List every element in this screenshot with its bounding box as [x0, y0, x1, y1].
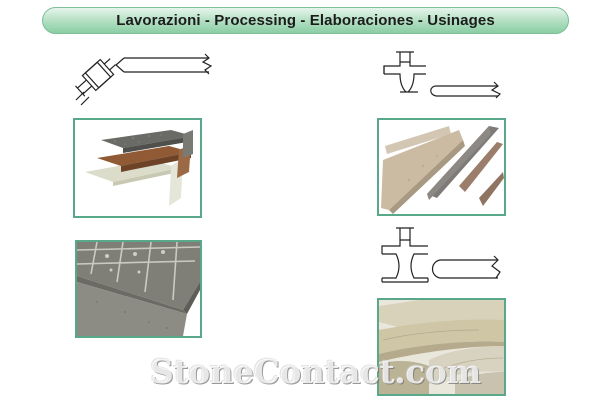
edge-profile-diagram-left	[72, 48, 222, 108]
stone-strips-illustration	[379, 120, 504, 214]
bullnose-edges-photo	[377, 298, 506, 396]
step-tread-photo	[73, 118, 202, 218]
edge-profile-diagram-top-right-svg	[383, 51, 502, 99]
beveled-tile-illustration	[77, 242, 200, 336]
title-banner: Lavorazioni - Processing - Elaboraciones…	[42, 7, 569, 34]
watermark: StoneContact.com	[150, 352, 481, 391]
edge-profile-diagram-bottom-right-svg	[381, 227, 501, 283]
edge-profile-diagram-bottom-right	[378, 226, 508, 292]
stone-strips-photo	[377, 118, 506, 216]
edge-profile-diagram-left-svg	[75, 53, 213, 106]
banner-title: Lavorazioni - Processing - Elaboraciones…	[116, 12, 495, 29]
step-tread-illustration	[85, 130, 193, 210]
bullnose-edges-illustration	[379, 300, 504, 394]
edge-profile-diagram-top-right	[378, 48, 508, 110]
beveled-tile-photo	[75, 240, 202, 338]
